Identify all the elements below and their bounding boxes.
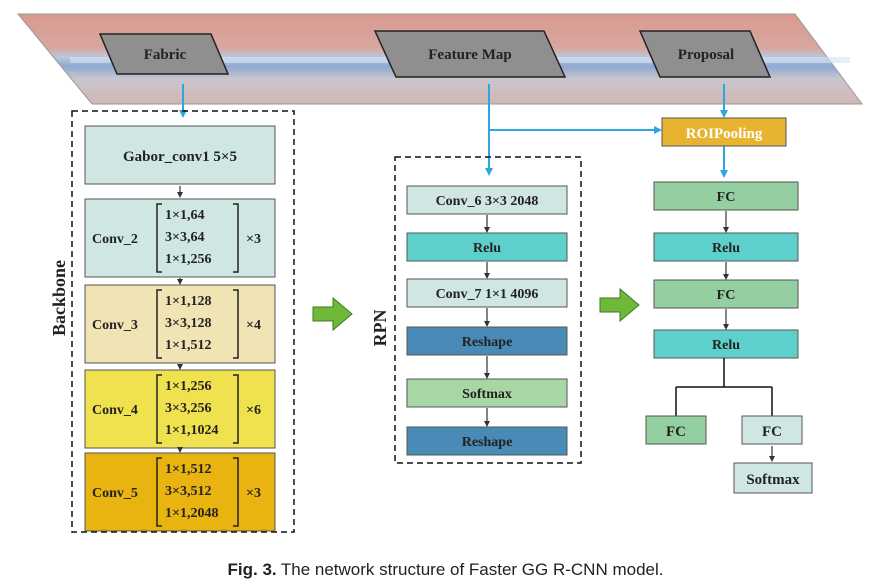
input-proposal: Proposal <box>638 30 772 78</box>
head-branch-left: FC <box>645 415 707 445</box>
backbone-layers: Gabor_conv1 5×5 Conv_2 1×1,64 3×3,64 1×1,25… <box>84 125 276 532</box>
head-softmax-label: Softmax <box>746 472 800 488</box>
right-bracket <box>233 203 239 273</box>
roi-pooling-box: ROIPooling <box>661 117 787 147</box>
rpn-layer-5: Softmax <box>406 378 568 408</box>
branch-left-label: FC <box>666 424 686 440</box>
stage-repeat: ×3 <box>246 232 261 247</box>
head-layer-4: Relu <box>653 329 799 359</box>
stage-row: 1×1,512 <box>165 338 211 353</box>
stage-repeat: ×6 <box>246 403 261 418</box>
gabor-conv-label: Gabor_conv1 5×5 <box>123 149 237 165</box>
input-feature-map-label: Feature Map <box>428 47 511 63</box>
head-layer-label: Relu <box>712 241 740 256</box>
rpn-layer-4: Reshape <box>406 326 568 356</box>
stage-row: 1×1,512 <box>165 462 211 477</box>
stage-name: Conv_2 <box>92 232 138 247</box>
stage-name: Conv_5 <box>92 486 138 501</box>
stage-row: 1×1,128 <box>165 294 211 309</box>
head-layer-2: Relu <box>653 232 799 262</box>
head-softmax: Softmax <box>733 462 813 494</box>
head-layer-3: FC <box>653 279 799 309</box>
backbone-stage-conv-5: Conv_5 1×1,512 3×3,512 1×1,2048 ×3 <box>84 452 276 532</box>
stage-repeat: ×3 <box>246 486 261 501</box>
rpn-layer-3: Conv_7 1×1 4096 <box>406 278 568 308</box>
rpn-layer-label: Conv_7 1×1 4096 <box>436 287 539 302</box>
stage-row: 1×1,1024 <box>165 423 218 438</box>
left-bracket <box>156 203 162 273</box>
stage-repeat: ×4 <box>246 318 261 333</box>
rpn-layer-label: Conv_6 3×3 2048 <box>436 194 539 209</box>
rpn-label: RPN <box>370 310 390 347</box>
left-bracket <box>156 289 162 359</box>
head-branch-right: FC <box>741 415 803 445</box>
rpn-layer-1: Conv_6 3×3 2048 <box>406 185 568 215</box>
head-layer-label: Relu <box>712 338 740 353</box>
head-layer-1: FC <box>653 181 799 211</box>
stage-row: 3×3,256 <box>165 401 211 416</box>
caption-label: Fig. 3. <box>227 560 277 579</box>
right-bracket <box>233 374 239 444</box>
input-feature-map: Feature Map <box>373 30 567 78</box>
stage-row: 1×1,64 <box>165 208 204 223</box>
rpn-layer-label: Relu <box>473 241 501 256</box>
rpn-layer-label: Reshape <box>462 335 513 350</box>
left-bracket <box>156 457 162 527</box>
stage-row: 3×3,64 <box>165 230 204 245</box>
input-fabric-label: Fabric <box>144 47 187 63</box>
rpn-layer-2: Relu <box>406 232 568 262</box>
stage-row: 3×3,512 <box>165 484 211 499</box>
rpn-layer-label: Softmax <box>462 387 512 402</box>
backbone-stage-conv-3: Conv_3 1×1,128 3×3,128 1×1,512 ×4 <box>84 284 276 364</box>
stage-name: Conv_4 <box>92 403 138 418</box>
head-layer-label: FC <box>717 288 736 303</box>
roi-pooling-label: ROIPooling <box>686 126 763 142</box>
backbone-stage-conv-4: Conv_4 1×1,256 3×3,256 1×1,1024 ×6 <box>84 369 276 449</box>
caption-text: The network structure of Faster GG R-CNN… <box>280 560 664 579</box>
right-bracket <box>233 457 239 527</box>
right-bracket <box>233 289 239 359</box>
branch-right-label: FC <box>762 424 782 440</box>
stage-row: 1×1,2048 <box>165 506 218 521</box>
backbone-label: Backbone <box>49 260 69 336</box>
backbone-stage-conv-2: Conv_2 1×1,64 3×3,64 1×1,256 ×3 <box>84 198 276 278</box>
head-branch-lines <box>675 358 773 416</box>
stage-name: Conv_3 <box>92 318 138 333</box>
transition-arrow-backbone-to-rpn <box>312 296 353 332</box>
rpn-layer-label: Reshape <box>462 435 513 450</box>
rpn-layer-6: Reshape <box>406 426 568 456</box>
stage-row: 3×3,128 <box>165 316 211 331</box>
stage-row: 1×1,256 <box>165 379 211 394</box>
left-bracket <box>156 374 162 444</box>
rpn-container <box>394 156 582 464</box>
input-fabric: Fabric <box>98 33 230 75</box>
head-layer-label: FC <box>717 190 736 205</box>
transition-arrow-rpn-to-head <box>599 287 640 323</box>
figure-caption: Fig. 3. The network structure of Faster … <box>0 560 891 580</box>
gabor-conv-layer: Gabor_conv1 5×5 <box>84 125 276 185</box>
stage-row: 1×1,256 <box>165 252 211 267</box>
backbone-container <box>71 110 295 533</box>
input-proposal-label: Proposal <box>678 47 734 63</box>
